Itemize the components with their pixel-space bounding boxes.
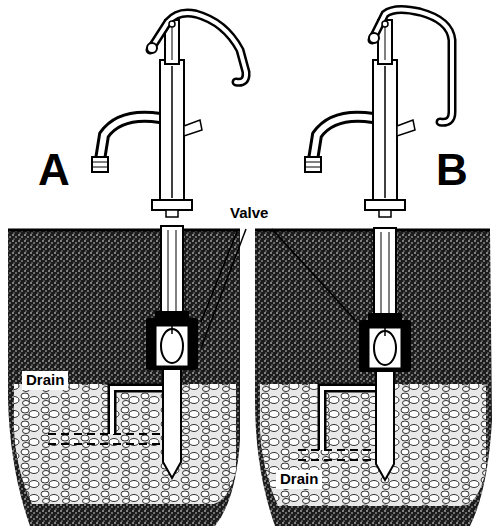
drain-pipe-b xyxy=(298,388,376,460)
pipe-and-valve-a xyxy=(146,226,198,478)
panel-letter: B xyxy=(436,146,468,194)
gravel-bed xyxy=(14,384,486,506)
part-name: Drain xyxy=(276,470,322,489)
leader-line xyxy=(201,229,357,348)
part-name: Drain xyxy=(22,371,68,390)
soil-block xyxy=(8,230,492,526)
pump-head-b xyxy=(305,9,452,217)
pump-head-a xyxy=(92,13,246,217)
pipe-and-valve-b xyxy=(359,228,411,480)
part-name: Valve xyxy=(230,205,268,222)
drain-pipe-a xyxy=(48,388,165,444)
panel-letter: A xyxy=(38,146,70,194)
